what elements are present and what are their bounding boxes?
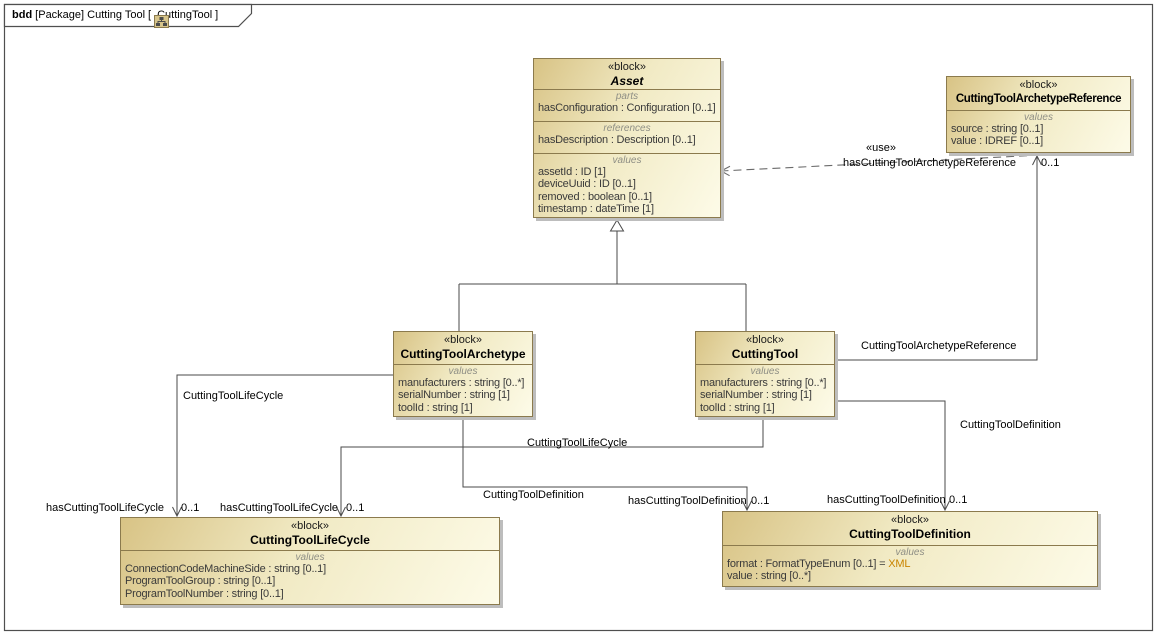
use-stereotype-label: «use» (866, 142, 896, 154)
attribute-row: manufacturers : string [0..*] (398, 377, 525, 389)
block-cuttingtoolarchetypereference[interactable]: «block» CuttingToolArchetypeReference va… (946, 76, 1131, 153)
assoc-name-label: CuttingToolDefinition (483, 489, 584, 501)
assoc-archetype-definition (462, 417, 748, 509)
stereotype-label: «block» (291, 520, 329, 532)
attribute-row: timestamp : dateTime [1] (538, 203, 654, 216)
block-name: CuttingToolLifeCycle (250, 533, 370, 547)
generalization-triangle-icon (609, 219, 625, 232)
default-value: XML (888, 558, 911, 570)
attribute-row: hasConfiguration : Configuration [0..1] (538, 102, 716, 114)
multiplicity-label: 0..1 (346, 502, 365, 514)
block-header: «block» CuttingToolArchetype (394, 332, 532, 364)
attribute-row: value : IDREF [0..1] (951, 135, 1043, 148)
generalization-line (458, 231, 747, 331)
block-header: «block» Asset (534, 59, 720, 89)
attribute-row: assetId : ID [1] (538, 166, 606, 178)
role-label: hasCuttingToolDefinition (628, 495, 747, 507)
multiplicity-label: 0..1 (949, 494, 968, 506)
block-name: CuttingTool (731, 347, 799, 361)
block-name: Asset (610, 74, 644, 88)
multiplicity-label: 0..1 (751, 495, 770, 507)
role-label: hasCuttingToolDefinition (827, 494, 946, 506)
attribute-row: serialNumber : string [1] (398, 389, 510, 402)
parts-compartment: parts hasConfiguration : Configuration [… (534, 89, 720, 121)
role-label: hasCuttingToolLifeCycle (220, 502, 339, 514)
block-header: «block» CuttingTool (696, 332, 834, 364)
diagram-context: [Package] Cutting Tool (35, 9, 146, 21)
block-cuttingtool[interactable]: «block» CuttingTool values manufacturers… (695, 331, 835, 417)
attribute-row: serialNumber : string [1] (700, 389, 812, 402)
arrowhead-icon (1032, 154, 1042, 166)
assoc-cuttingtool-lifecycle (340, 417, 764, 515)
assoc-cuttingtool-archetyperef (835, 157, 1038, 361)
attribute-row: toolId : string [1] (700, 401, 775, 414)
diagram-frame (3, 3, 1154, 632)
use-dependency-line (720, 151, 1093, 172)
block-cuttingtoollifecycle[interactable]: «block» CuttingToolLifeCycle values Conn… (120, 517, 500, 605)
references-compartment: references hasDescription : Description … (534, 121, 720, 153)
arrowhead-icon (172, 506, 182, 518)
block-header: «block» CuttingToolDefinition (723, 512, 1097, 545)
arrowhead-icon (742, 500, 752, 512)
attribute-row: ProgramToolGroup : string [0..1] (125, 575, 276, 588)
assoc-name-label: CuttingToolLifeCycle (183, 390, 284, 402)
attribute-row: manufacturers : string [0..*] (700, 377, 827, 389)
values-compartment: values ConnectionCodeMachineSide : strin… (121, 550, 499, 604)
stereotype-label: «block» (746, 334, 784, 346)
attribute-row: source : string [0..1] (951, 123, 1044, 135)
stereotype-label: «block» (608, 61, 646, 73)
multiplicity-label: 0..1 (181, 502, 200, 514)
block-asset[interactable]: «block» Asset parts hasConfiguration : C… (533, 58, 721, 218)
attribute-row: value : string [0..*] (727, 570, 811, 583)
diagram-title: bdd [Package] Cutting Tool [ CuttingTool… (12, 8, 218, 28)
diagram-header-tab (3, 3, 253, 28)
attribute-row: ConnectionCodeMachineSide : string [0..1… (125, 563, 326, 575)
stereotype-label: «block» (891, 514, 929, 526)
assoc-archetype-lifecycle (176, 374, 393, 515)
block-cuttingtoolarchetype[interactable]: «block» CuttingToolArchetype values manu… (393, 331, 533, 417)
assoc-name-label: CuttingToolLifeCycle (527, 437, 628, 449)
assoc-cuttingtool-definition (835, 400, 946, 509)
assoc-name-label: CuttingToolArchetypeReference (861, 340, 1017, 352)
attribute-row: deviceUuid : ID [0..1] (538, 178, 636, 191)
arrowhead-icon (336, 506, 346, 518)
multiplicity-label: 0..1 (1041, 157, 1060, 169)
values-compartment: values manufacturers : string [0..*] ser… (696, 364, 834, 416)
values-compartment: values assetId : ID [1] deviceUuid : ID … (534, 153, 720, 217)
stereotype-label: «block» (444, 334, 482, 346)
role-label: hasCuttingToolLifeCycle (46, 502, 165, 514)
values-compartment: values manufacturers : string [0..*] ser… (394, 364, 532, 416)
attribute-row: hasDescription : Description [0..1] (538, 134, 696, 146)
block-header: «block» CuttingToolLifeCycle (121, 518, 499, 550)
block-header: «block» CuttingToolArchetypeReference (947, 77, 1130, 110)
diagram-kind: bdd (12, 9, 33, 21)
block-cuttingtooldefinition[interactable]: «block» CuttingToolDefinition values for… (722, 511, 1098, 587)
block-name: CuttingToolArchetype (400, 347, 526, 361)
block-name: CuttingToolArchetypeReference (955, 93, 1122, 105)
attribute-row: removed : boolean [0..1] (538, 190, 652, 203)
stereotype-label: «block» (1019, 79, 1058, 91)
role-label: hasCuttingToolArchetypeReference (843, 157, 1017, 169)
values-compartment: values source : string [0..1] value : ID… (947, 110, 1130, 152)
attribute-row: toolId : string [1] (398, 401, 473, 414)
values-compartment: values format : FormatTypeEnum [0..1] = … (723, 545, 1097, 586)
block-name: CuttingToolDefinition (849, 527, 971, 541)
assoc-name-label: CuttingToolDefinition (960, 419, 1061, 431)
arrowhead-icon (719, 165, 731, 177)
diagram-name: CuttingTool (157, 9, 213, 21)
arrowhead-icon (940, 500, 950, 512)
attribute-row: ProgramToolNumber : string [0..1] (125, 587, 284, 600)
attribute-row: format : FormatTypeEnum [0..1] = XML (727, 558, 911, 570)
